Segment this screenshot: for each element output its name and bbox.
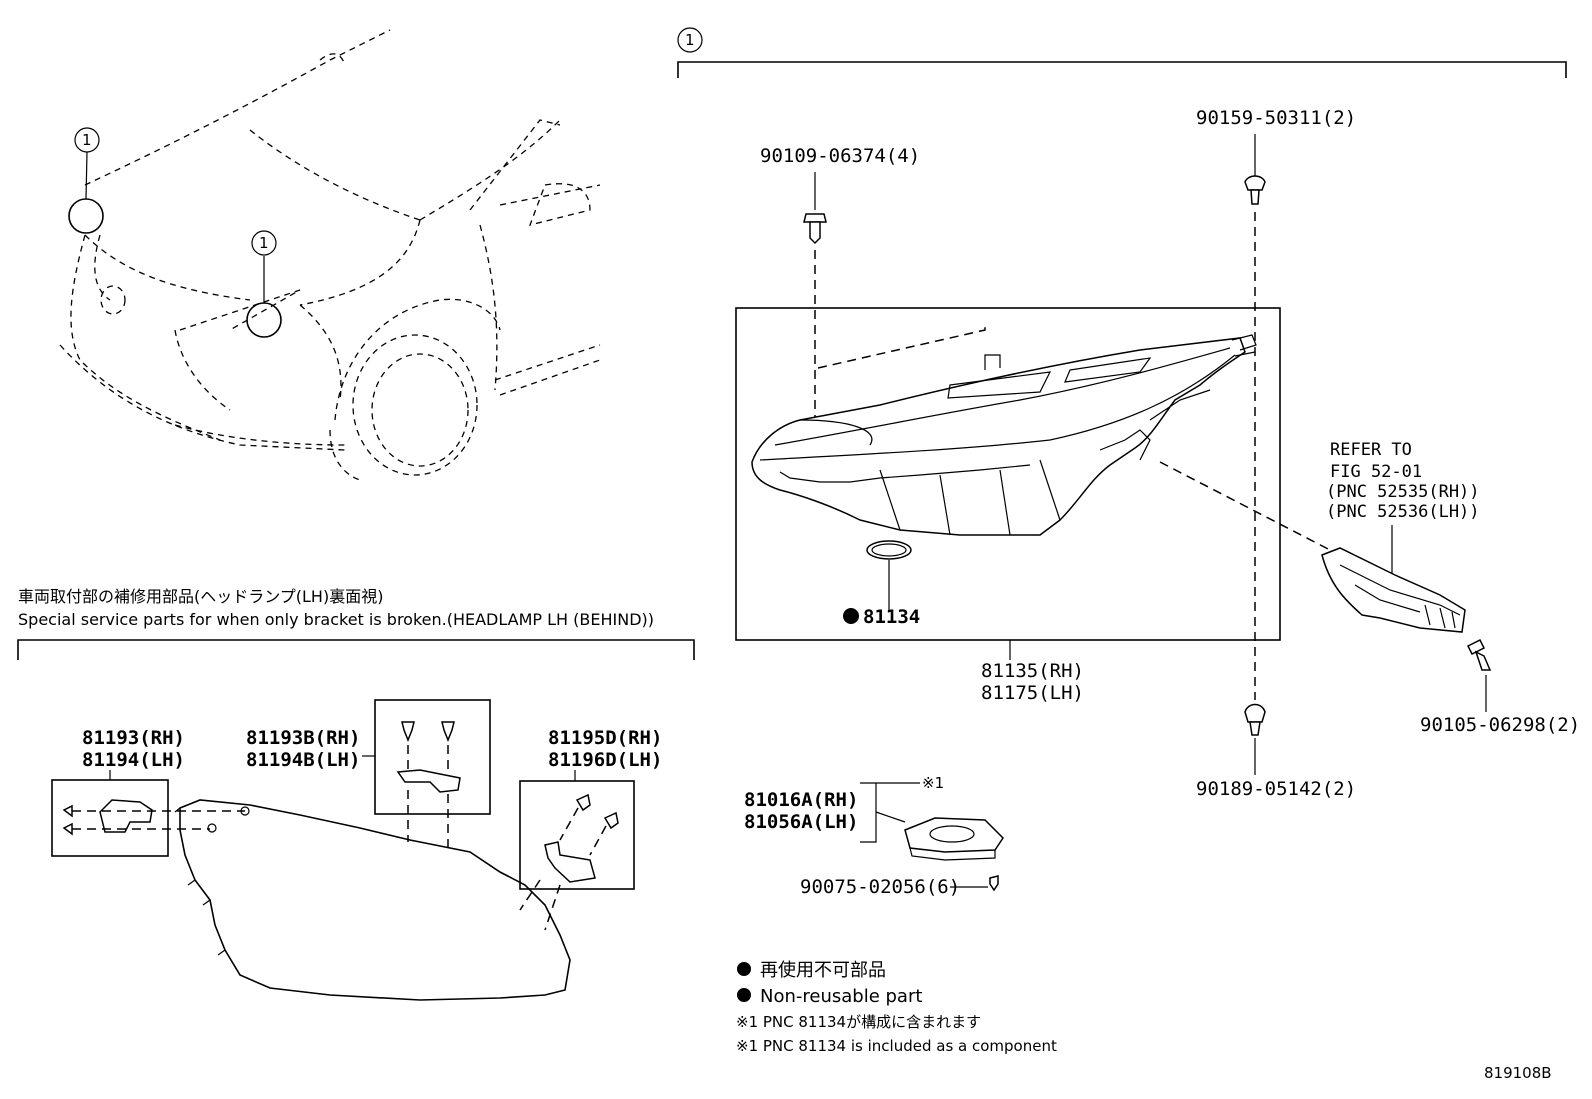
part-label-81194-lh: 81194(LH) (82, 749, 185, 771)
vehicle-front-illustration: 1 1 (59, 29, 601, 481)
legend-note1-jp: ※1 PNC 81134が構成に含まれます (736, 1013, 981, 1031)
vehicle-callout-1: 1 (82, 131, 92, 149)
note-mark: ※1 (922, 774, 944, 792)
part-label-90075-02056: 90075-02056(6) (800, 876, 960, 898)
bolt-90159: 90159-50311(2) (1196, 107, 1356, 700)
part-label-81016a-rh: 81016A(RH) (744, 789, 858, 811)
bolt-90105: 90105-06298(2) (1420, 638, 1580, 736)
service-parts-section: 車両取付部の補修用部品(ヘッドランプ(LH)裏面視) Special servi… (17, 587, 695, 1001)
part-label-81193-rh: 81193(RH) (82, 727, 185, 749)
svg-text:(PNC 52536(LH)): (PNC 52536(LH)) (1326, 502, 1480, 522)
headlamp-unit (751, 334, 1257, 536)
nonreusable-marker (843, 608, 859, 624)
vehicle-callout-2: 1 (259, 234, 269, 252)
bracket-d-box (519, 780, 635, 890)
svg-text:FIG 52-01: FIG 52-01 (1330, 462, 1422, 482)
svg-text:REFER TO: REFER TO (1330, 440, 1412, 460)
legend-note1-en: ※1 PNC 81134 is included as a component (736, 1037, 1057, 1055)
service-note-en: Special service parts for when only brac… (18, 610, 654, 629)
assembly-callout: 1 (685, 31, 695, 49)
part-label-81194b-lh: 81194B(LH) (246, 749, 360, 771)
part-label-90159-50311: 90159-50311(2) (1196, 107, 1356, 129)
headlamp-location-left (246, 302, 282, 338)
bolt-90109: 90109-06374(4) (760, 145, 920, 435)
legend-bullet-en (737, 988, 751, 1002)
headlamp-assembly-box: 81134 (735, 307, 1331, 641)
part-label-90189-05142: 90189-05142(2) (1196, 778, 1356, 800)
legend-bullet-jp (737, 962, 751, 976)
headlamp-location-right (68, 198, 104, 234)
part-label-81056a-lh: 81056A(LH) (744, 811, 858, 833)
assembly-bracket: 1 (677, 27, 1567, 78)
figure-code: 819108B (1484, 1064, 1552, 1082)
legend-nonreusable-en: Non-reusable part (760, 986, 922, 1007)
refer-to-note: REFER TO FIG 52-01 (PNC 52535(RH)) (PNC … (1326, 440, 1480, 580)
legend-nonreusable-jp: 再使用不可部品 (760, 960, 886, 981)
part-label-81134: 81134 (863, 606, 920, 628)
headlamp-computer: 81016A(RH) 81056A(LH) ※1 90075-02056(6) (744, 774, 1004, 898)
part-label-81135-rh: 81135(RH) (981, 660, 1084, 682)
part-label-81196d-lh: 81196D(LH) (548, 749, 662, 771)
part-label-81195d-rh: 81195D(RH) (548, 727, 662, 749)
clip-90189: 90189-05142(2) (1196, 703, 1356, 800)
part-label-81193b-rh: 81193B(RH) (246, 727, 360, 749)
bracket-52535 (1321, 547, 1466, 633)
part-label-81175-lh: 81175(LH) (981, 682, 1084, 704)
part-label-90105-06298: 90105-06298(2) (1420, 714, 1580, 736)
service-note-jp: 車両取付部の補修用部品(ヘッドランプ(LH)裏面視) (18, 587, 383, 606)
svg-text:(PNC 52535(RH)): (PNC 52535(RH)) (1326, 482, 1480, 502)
part-label-90109-06374: 90109-06374(4) (760, 145, 920, 167)
bracket-b-box (374, 699, 491, 815)
legend: 再使用不可部品 Non-reusable part ※1 PNC 81134が構… (736, 960, 1057, 1055)
